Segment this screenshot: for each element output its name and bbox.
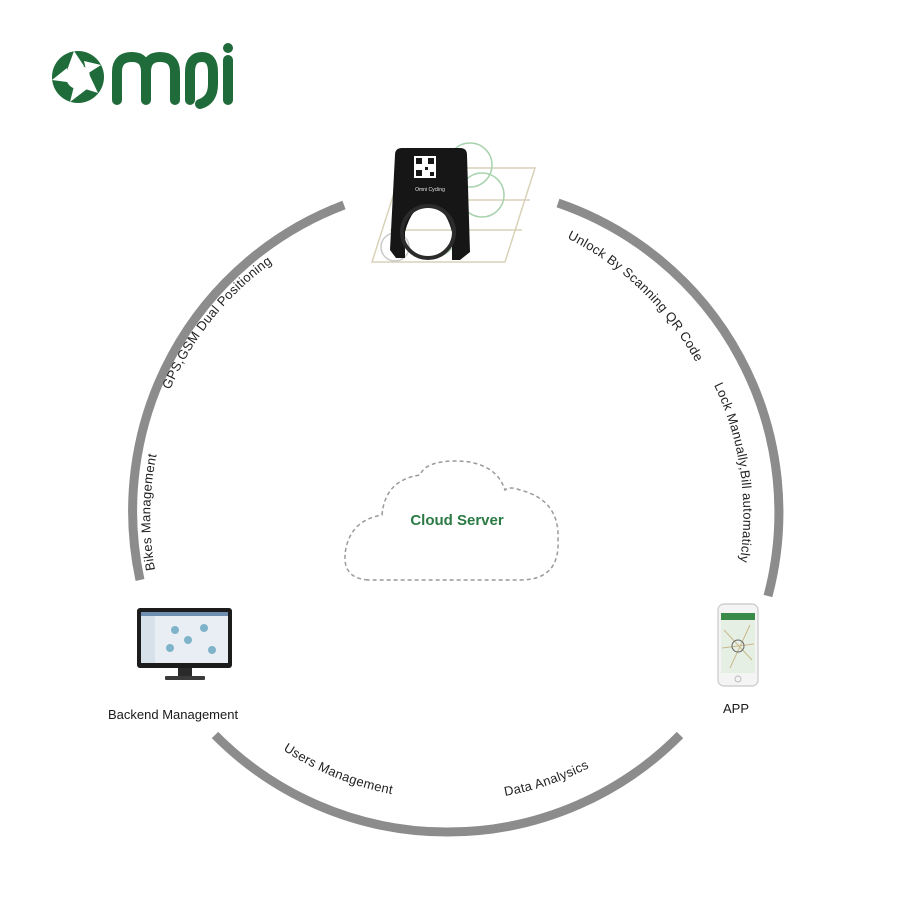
arc-label-users: Users Management bbox=[281, 740, 394, 797]
ring-segment-left bbox=[128, 200, 346, 581]
aperture-icon bbox=[52, 51, 104, 103]
cloud-server: Cloud Server bbox=[344, 460, 559, 581]
arc-label-bikes: Bikes Management bbox=[138, 452, 159, 572]
arc-label-data: Data Analysics bbox=[503, 757, 591, 799]
app-label: APP bbox=[723, 701, 750, 716]
smart-lock-node: Omni Cycling bbox=[354, 125, 549, 271]
backend-monitor-icon bbox=[137, 608, 232, 680]
ring bbox=[128, 198, 784, 837]
omni-logo bbox=[52, 43, 233, 109]
cloud-server-label: Cloud Server bbox=[410, 512, 504, 529]
ring-segment-bottom bbox=[211, 731, 684, 837]
backend-management-label: Backend Management bbox=[108, 707, 239, 722]
smart-lock-icon: Omni Cycling bbox=[390, 148, 470, 260]
lock-brand-label: Omni Cycling bbox=[415, 187, 445, 193]
arc-label-unlock: Unlock By Scanning QR Code bbox=[566, 227, 707, 364]
ring-segment-right bbox=[556, 198, 784, 598]
arc-label-gps: GPS,GSM Dual Positioning bbox=[159, 253, 274, 391]
app-phone-icon bbox=[717, 603, 759, 687]
arc-label-lock-manual: Lock Manually,Bill automaticly bbox=[711, 380, 755, 564]
logo-wordmark bbox=[112, 43, 233, 109]
cloud-icon bbox=[344, 460, 559, 581]
